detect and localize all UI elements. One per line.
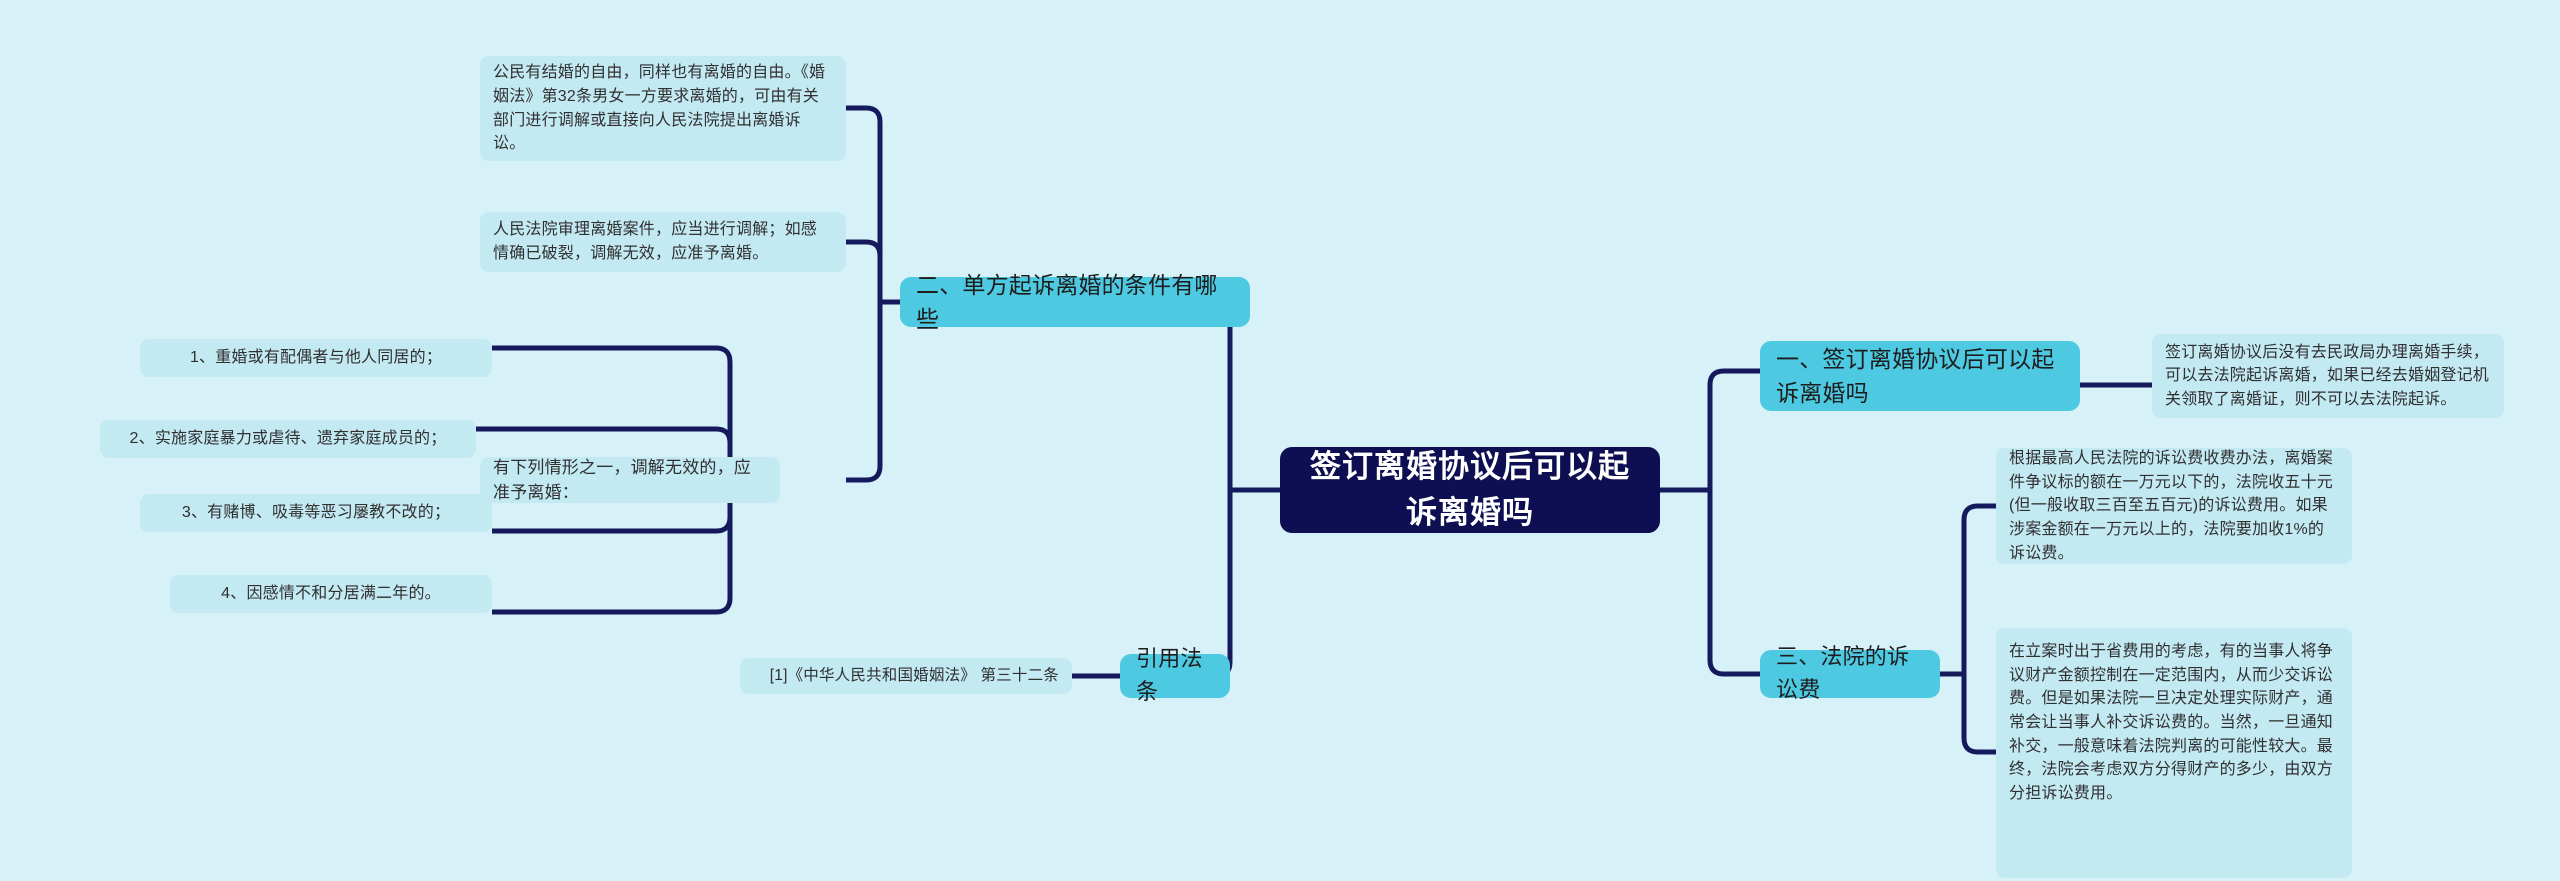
condition-group-label: 有下列情形之一，调解无效的，应准予离婚： [493,457,751,502]
detail-three-1-text: 根据最高人民法院的诉讼费收费办法，离婚案件争议标的额在一万元以下的，法院收五十元… [2009,449,2334,562]
branch-node-three-label: 三、法院的诉讼费 [1776,644,1910,702]
detail-three-1[interactable]: 根据最高人民法院的诉讼费收费办法，离婚案件争议标的额在一万元以下的，法院收五十元… [1996,448,2352,564]
branch-node-one[interactable]: 一、签订离婚协议后可以起诉离婚吗 [1760,341,2080,411]
condition-item-4-text: 4、因感情不和分居满二年的。 [221,585,441,603]
condition-item-2[interactable]: 2、实施家庭暴力或虐待、遗弃家庭成员的； [100,420,476,458]
detail-two-2[interactable]: 人民法院审理离婚案件，应当进行调解；如感情确已破裂，调解无效，应准予离婚。 [480,212,846,272]
root-node-label: 签订离婚协议后可以起诉离婚吗 [1310,449,1630,530]
reference-item-1-text: [1]《中华人民共和国婚姻法》 第三十二条 [769,666,1059,684]
detail-two-1[interactable]: 公民有结婚的自由，同样也有离婚的自由。《婚姻法》第32条男女一方要求离婚的，可由… [480,56,846,161]
condition-item-2-text: 2、实施家庭暴力或虐待、遗弃家庭成员的； [129,430,447,448]
condition-item-1-text: 1、重婚或有配偶者与他人同居的； [189,349,443,367]
detail-two-2-text: 人民法院审理离婚案件，应当进行调解；如感情确已破裂，调解无效，应准予离婚。 [493,221,818,262]
condition-item-4[interactable]: 4、因感情不和分居满二年的。 [170,575,492,613]
branch-node-three[interactable]: 三、法院的诉讼费 [1760,644,1940,702]
condition-item-3-text: 3、有赌博、吸毒等恶习屡教不改的； [181,504,451,522]
branch-node-two-label: 二、单方起诉离婚的条件有哪些 [916,271,1218,332]
condition-group-node[interactable]: 有下列情形之一，调解无效的，应准予离婚： [480,457,780,503]
detail-three-2-text: 在立案时出于省费用的考虑，有的当事人将争议财产金额控制在一定范围内，从而少交诉讼… [2009,643,2334,803]
detail-three-2[interactable]: 在立案时出于省费用的考虑，有的当事人将争议财产金额控制在一定范围内，从而少交诉讼… [1996,628,2352,878]
condition-item-3[interactable]: 3、有赌博、吸毒等恶习屡教不改的； [140,494,492,532]
detail-one-1[interactable]: 签订离婚协议后没有去民政局办理离婚手续，可以去法院起诉离婚，如果已经去婚姻登记机… [2152,334,2504,418]
reference-item-1[interactable]: [1]《中华人民共和国婚姻法》 第三十二条 [740,658,1072,694]
condition-item-1[interactable]: 1、重婚或有配偶者与他人同居的； [140,339,492,377]
references-node-label: 引用法条 [1136,646,1203,704]
detail-one-1-text: 签订离婚协议后没有去民政局办理离婚手续，可以去法院起诉离婚，如果已经去婚姻登记机… [2165,343,2490,408]
references-node[interactable]: 引用法条 [1120,646,1230,704]
branch-node-two[interactable]: 二、单方起诉离婚的条件有哪些 [900,272,1250,332]
root-node[interactable]: 签订离婚协议后可以起诉离婚吗 [1280,447,1660,533]
detail-two-1-text: 公民有结婚的自由，同样也有离婚的自由。《婚姻法》第32条男女一方要求离婚的，可由… [493,64,826,153]
branch-node-one-label: 一、签订离婚协议后可以起诉离婚吗 [1776,345,2055,406]
